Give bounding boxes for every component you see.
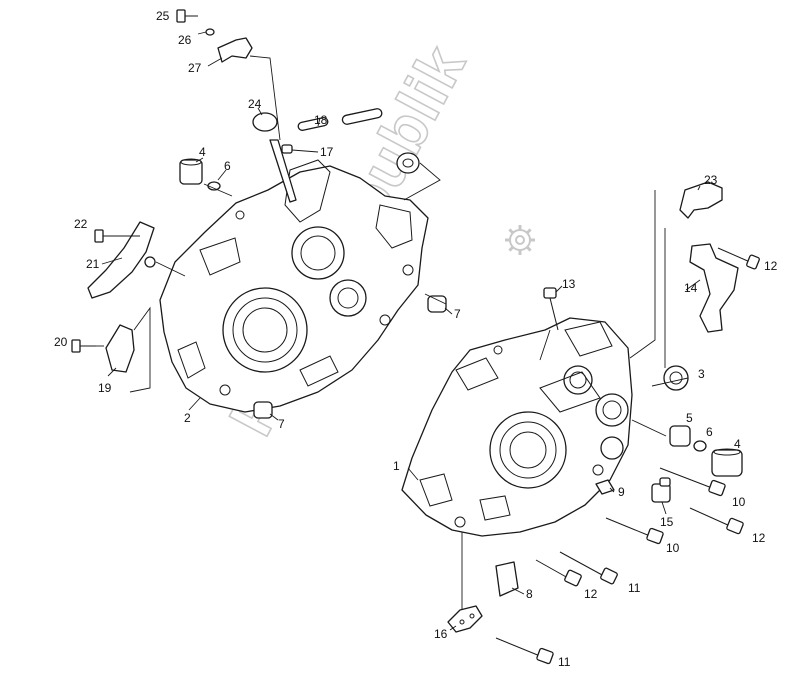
leader-lines — [101, 31, 701, 631]
label-20: 20 — [54, 335, 68, 349]
label-9: 9 — [618, 485, 625, 499]
part-12-bolt-top — [717, 247, 760, 270]
label-19: 19 — [98, 381, 112, 395]
part-5-bearing — [669, 425, 691, 447]
left-crankcase-half — [159, 159, 429, 413]
label-10-b: 10 — [666, 541, 680, 555]
label-12-top: 12 — [764, 259, 778, 273]
label-6-left: 6 — [224, 159, 231, 173]
label-15: 15 — [660, 515, 674, 529]
part-6-o-ring-right — [693, 440, 707, 452]
label-23: 23 — [704, 173, 718, 187]
part-18-dowel-pins — [297, 108, 383, 131]
label-27: 27 — [188, 61, 202, 75]
label-4-left: 4 — [199, 145, 206, 159]
label-17: 17 — [320, 145, 334, 159]
right-crankcase-half — [401, 317, 633, 537]
label-2: 2 — [184, 411, 191, 425]
shift-rod — [269, 139, 297, 203]
label-4-right: 4 — [734, 437, 741, 451]
label-13: 13 — [562, 277, 576, 291]
label-8: 8 — [526, 587, 533, 601]
part-12-bolt-low — [535, 559, 582, 587]
label-6-right: 6 — [706, 425, 713, 439]
part-10-bolt-b — [605, 517, 664, 545]
part-4-bearing-right — [711, 448, 743, 477]
part-20-screw — [71, 339, 96, 353]
part-3-seal-top — [396, 152, 420, 174]
label-12-low: 12 — [584, 587, 598, 601]
label-10-a: 10 — [732, 495, 746, 509]
part-23-bracket — [679, 181, 723, 219]
part-16-bracket — [447, 605, 483, 633]
label-18: 18 — [314, 113, 328, 127]
assembly-lines — [94, 55, 689, 610]
part-13-bolt — [543, 287, 559, 331]
part-4-bearing-left — [179, 158, 203, 185]
part-15-sensor — [651, 477, 671, 503]
gear-icon — [505, 225, 535, 255]
part-10-bolt-a — [659, 467, 726, 497]
part-27-bracket — [217, 37, 253, 63]
part-24-plug — [252, 112, 278, 132]
label-3: 3 — [698, 367, 705, 381]
label-16: 16 — [434, 627, 448, 641]
label-26: 26 — [178, 33, 192, 47]
part-11-bolt-b — [495, 637, 554, 665]
part-25-screw — [176, 9, 198, 23]
label-14: 14 — [684, 281, 698, 295]
part-9-block — [595, 479, 615, 495]
label-25: 25 — [156, 9, 170, 23]
part-11-bolt-a — [559, 551, 618, 585]
part-7-dowel-lower — [253, 401, 273, 419]
label-24: 24 — [248, 97, 262, 111]
label-12-mid: 12 — [752, 531, 766, 545]
label-7-side: 7 — [454, 307, 461, 321]
part-26-washer — [205, 28, 215, 36]
part-labels: 25 26 27 24 18 17 4 6 22 21 20 19 2 7 7 … — [54, 9, 778, 669]
label-1: 1 — [393, 459, 400, 473]
part-12-bolt-mid — [689, 507, 744, 535]
label-11-a: 11 — [628, 581, 641, 595]
label-21: 21 — [86, 257, 100, 271]
part-7-dowel-side — [427, 295, 447, 313]
part-14-bracket — [689, 243, 739, 333]
label-5: 5 — [686, 411, 693, 425]
label-7-lower: 7 — [278, 417, 285, 431]
part-8-pad — [495, 561, 519, 597]
part-21-chain-guide — [87, 221, 155, 299]
part-3-seal-right — [663, 365, 689, 391]
label-22: 22 — [74, 217, 88, 231]
part-19-guide — [105, 324, 135, 373]
part-17-pin — [281, 144, 293, 154]
label-11-b: 11 — [558, 655, 571, 669]
